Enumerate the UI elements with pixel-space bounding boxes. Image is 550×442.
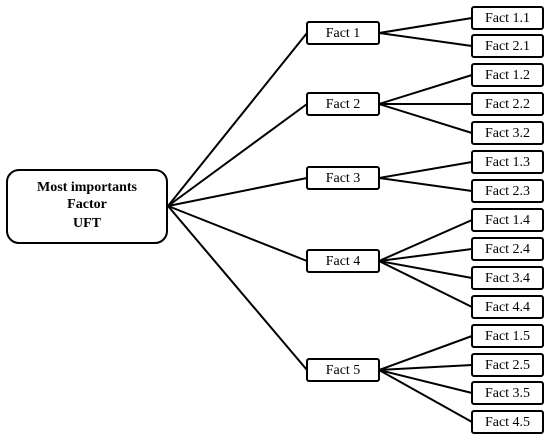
label-fact-1-3: Fact 1.3 xyxy=(485,155,530,170)
link-fact-3-to-fact-1-3 xyxy=(378,161,473,179)
node-fact-2-5: Fact 2.5 xyxy=(471,353,544,377)
node-fact-4-4: Fact 4.4 xyxy=(471,295,544,319)
box-fact-3-2 xyxy=(471,121,544,145)
box-fact-1-5 xyxy=(471,324,544,348)
box-fact-5 xyxy=(306,358,380,382)
root-label-line-2: Factor xyxy=(67,197,107,212)
node-fact-1-3: Fact 1.3 xyxy=(471,150,544,174)
box-fact-4-4 xyxy=(471,295,544,319)
node-fact-1: Fact 1 xyxy=(306,21,380,45)
box-fact-1-1 xyxy=(471,6,544,30)
root-box xyxy=(6,169,168,244)
label-fact-4: Fact 4 xyxy=(326,254,361,269)
label-fact-3-5: Fact 3.5 xyxy=(485,386,530,401)
label-fact-3-4: Fact 3.4 xyxy=(485,271,530,286)
box-fact-2-5 xyxy=(471,353,544,377)
box-fact-4-5 xyxy=(471,410,544,434)
label-fact-2-5: Fact 2.5 xyxy=(485,358,530,373)
link-root-to-fact-4 xyxy=(167,205,308,262)
node-fact-3: Fact 3 xyxy=(306,166,380,190)
label-fact-1: Fact 1 xyxy=(326,26,361,41)
node-fact-4-5: Fact 4.5 xyxy=(471,410,544,434)
node-fact-1-4: Fact 1.4 xyxy=(471,208,544,232)
diagram-nodes: Most importants Factor UFT Fact 1 Fact 1.… xyxy=(6,6,544,434)
label-fact-4-4: Fact 4.4 xyxy=(485,300,530,315)
node-fact-5: Fact 5 xyxy=(306,358,380,382)
label-fact-3-2: Fact 3.2 xyxy=(485,126,530,141)
link-fact-1-to-fact-2-1 xyxy=(378,32,473,47)
box-fact-2-3 xyxy=(471,179,544,203)
label-fact-4-5: Fact 4.5 xyxy=(485,415,530,430)
root-node: Most importants Factor UFT xyxy=(6,169,168,244)
label-fact-2: Fact 2 xyxy=(326,97,361,112)
node-fact-3-2: Fact 3.2 xyxy=(471,121,544,145)
link-fact-4-to-fact-3-4 xyxy=(378,260,473,279)
box-fact-2 xyxy=(306,92,380,116)
box-fact-2-2 xyxy=(471,92,544,116)
label-fact-3: Fact 3 xyxy=(326,171,361,186)
node-fact-2-3: Fact 2.3 xyxy=(471,179,544,203)
node-fact-3-4: Fact 3.4 xyxy=(471,266,544,290)
node-fact-2-1: Fact 2.1 xyxy=(471,34,544,58)
root-label-line-1: Most importants xyxy=(37,180,137,195)
link-root-to-fact-2 xyxy=(167,103,308,207)
link-fact-5-to-fact-3-5 xyxy=(378,369,473,394)
label-fact-2-2: Fact 2.2 xyxy=(485,97,530,112)
box-fact-4 xyxy=(306,249,380,273)
link-root-to-fact-3 xyxy=(167,177,308,207)
box-fact-1-3 xyxy=(471,150,544,174)
link-fact-5-to-fact-4-5 xyxy=(378,369,473,423)
box-fact-1-4 xyxy=(471,208,544,232)
label-fact-2-1: Fact 2.1 xyxy=(485,39,530,54)
link-fact-5-to-fact-1-5 xyxy=(378,335,473,371)
link-fact-4-to-fact-2-4 xyxy=(378,248,473,262)
label-fact-5: Fact 5 xyxy=(326,363,361,378)
link-fact-3-to-fact-2-3 xyxy=(378,177,473,192)
node-fact-1-1: Fact 1.1 xyxy=(471,6,544,30)
node-fact-4: Fact 4 xyxy=(306,249,380,273)
link-root-to-fact-1 xyxy=(167,32,308,207)
link-fact-2-to-fact-3-2 xyxy=(378,103,473,134)
connector-lines xyxy=(167,17,473,423)
root-label-line-3: UFT xyxy=(73,216,102,231)
box-fact-2-1 xyxy=(471,34,544,58)
label-fact-2-3: Fact 2.3 xyxy=(485,184,530,199)
box-fact-3-5 xyxy=(471,381,544,405)
link-fact-2-to-fact-1-2 xyxy=(378,74,473,105)
node-fact-2-4: Fact 2.4 xyxy=(471,237,544,261)
box-fact-3 xyxy=(306,166,380,190)
node-fact-1-2: Fact 1.2 xyxy=(471,63,544,87)
label-fact-1-2: Fact 1.2 xyxy=(485,68,530,83)
node-fact-3-5: Fact 3.5 xyxy=(471,381,544,405)
node-fact-2-2: Fact 2.2 xyxy=(471,92,544,116)
link-fact-4-to-fact-4-4 xyxy=(378,260,473,308)
box-fact-3-4 xyxy=(471,266,544,290)
node-fact-1-5: Fact 1.5 xyxy=(471,324,544,348)
link-fact-4-to-fact-1-4 xyxy=(378,219,473,262)
link-fact-1-to-fact-1-1 xyxy=(378,17,473,34)
box-fact-1 xyxy=(306,21,380,45)
label-fact-1-4: Fact 1.4 xyxy=(485,213,530,228)
label-fact-1-1: Fact 1.1 xyxy=(485,11,530,26)
link-root-to-fact-5 xyxy=(167,205,308,371)
label-fact-1-5: Fact 1.5 xyxy=(485,329,530,344)
box-fact-2-4 xyxy=(471,237,544,261)
box-fact-1-2 xyxy=(471,63,544,87)
node-fact-2: Fact 2 xyxy=(306,92,380,116)
label-fact-2-4: Fact 2.4 xyxy=(485,242,530,257)
link-fact-5-to-fact-2-5 xyxy=(378,364,473,371)
